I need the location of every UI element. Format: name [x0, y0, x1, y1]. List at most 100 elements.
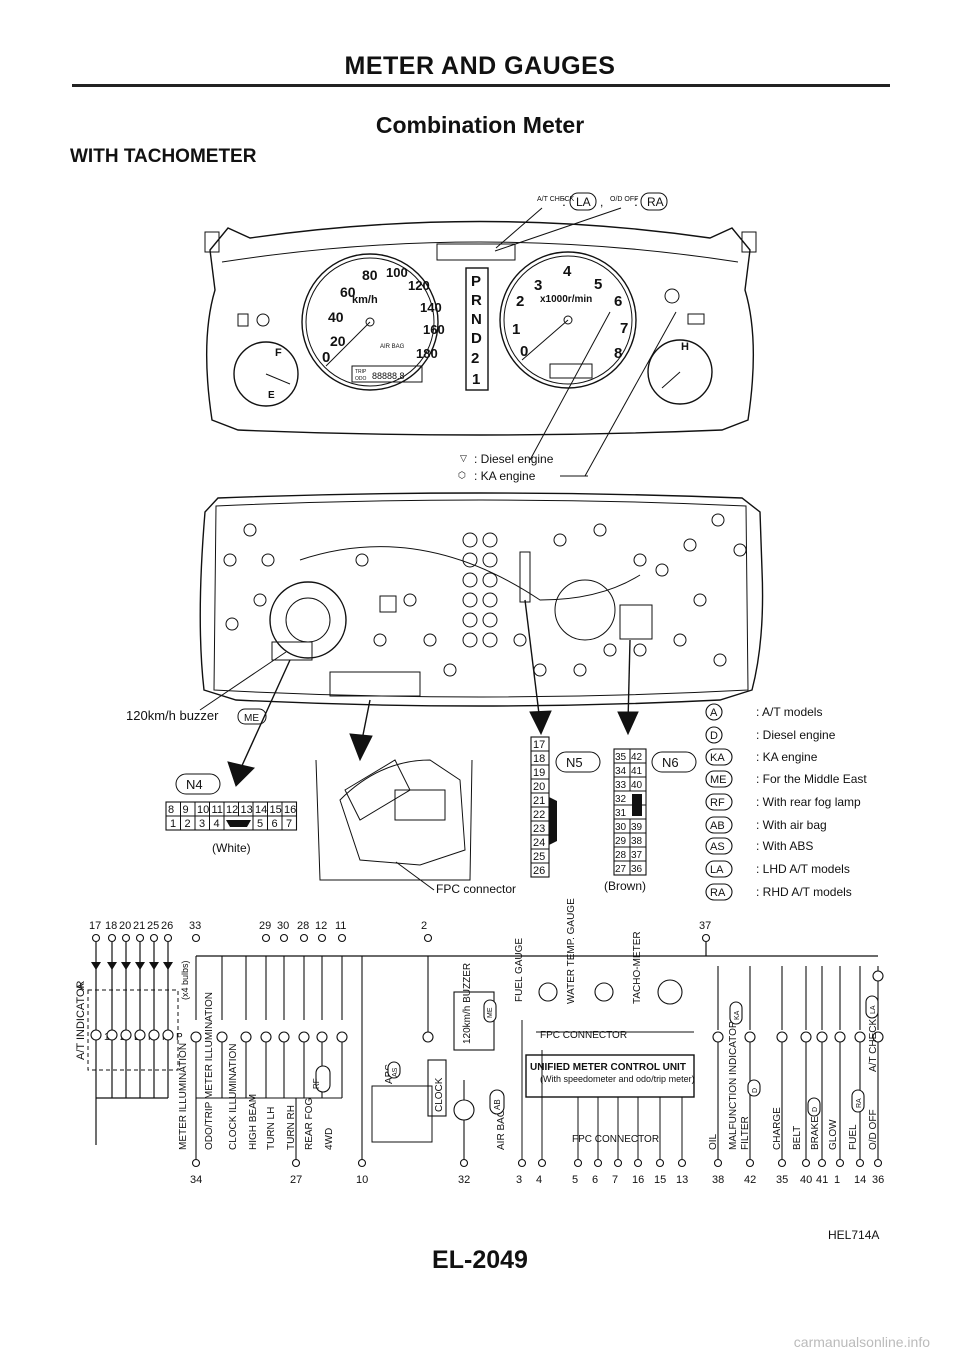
n4-pin: 2: [185, 818, 191, 830]
ra-callout: RA: [647, 195, 664, 209]
n6-pin: 41: [631, 766, 643, 777]
n4-pin: 16: [284, 804, 296, 816]
buzzer-label: 120km/h BUZZER: [462, 963, 473, 1044]
gauge-label: FUEL GAUGE: [514, 938, 525, 1002]
n4-pin: 13: [241, 804, 253, 816]
svg-text:100: 100: [386, 265, 408, 280]
diode-icon: [135, 962, 145, 970]
watermark: carmanualsonline.info: [793, 1334, 930, 1350]
bottom-pin-label: 4: [536, 1174, 542, 1186]
svg-text:1: 1: [512, 321, 520, 338]
svg-text:E: E: [268, 390, 275, 401]
svg-text:88888.8: 88888.8: [372, 371, 405, 381]
svg-text:3: 3: [534, 277, 542, 294]
n4-pin: 15: [270, 804, 282, 816]
n5-pin: 25: [533, 851, 545, 863]
svg-text:⬡: ⬡: [458, 470, 466, 480]
fpc-label: FPC CONNECTOR: [572, 1134, 659, 1145]
n6-pin: 34: [615, 766, 627, 777]
circuit-schematic: 17182021252633293028121123712DNRPA/T IND…: [75, 898, 884, 1186]
bottom-pin-label: 35: [776, 1174, 788, 1186]
n5-label: N5: [566, 755, 583, 770]
legend-code: ME: [710, 774, 727, 786]
clock-label: CLOCK: [434, 1077, 445, 1112]
n6-pin: 30: [615, 822, 627, 833]
n5-latch: [549, 797, 557, 845]
at-check-callout: A/T CHECK: [537, 196, 575, 203]
lamp-label: METER ILLUMINATION: [178, 1043, 189, 1150]
n5-pin: 23: [533, 823, 545, 835]
n5-pin: 20: [533, 781, 545, 793]
n5-pin: 21: [533, 795, 545, 807]
top-pin-label: 2: [421, 920, 427, 932]
legend-text: : A/T models: [756, 705, 822, 719]
n6-pin: 36: [631, 864, 643, 875]
bottom-pin-label: 42: [744, 1174, 756, 1186]
svg-text:160: 160: [423, 322, 445, 337]
svg-text:2: 2: [516, 293, 524, 310]
n4-pin: 14: [255, 804, 267, 816]
svg-text:140: 140: [420, 300, 442, 315]
bottom-pin-label: 14: [854, 1174, 866, 1186]
svg-text:20: 20: [330, 333, 346, 349]
diesel-callout: : Diesel engine: [474, 452, 554, 466]
svg-text:6: 6: [614, 293, 622, 310]
n4-pin: 12: [226, 804, 238, 816]
n4-pin: 8: [168, 804, 174, 816]
legend-text: : For the Middle East: [756, 772, 867, 786]
temp-gauge: [647, 339, 713, 405]
bottom-pin-label: 3: [516, 1174, 522, 1186]
figure-id: HEL714A: [828, 1228, 880, 1242]
n6-latch: [632, 794, 642, 816]
diode-icon: [163, 962, 173, 970]
warn-label: MALFUNCTION INDICATOR: [728, 1021, 739, 1150]
n4-pin: 10: [197, 804, 209, 816]
n4-pin: 11: [212, 804, 223, 816]
n6-pin: 28: [615, 850, 627, 861]
svg-text:N: N: [471, 311, 482, 328]
d-code: D: [812, 1107, 819, 1112]
n4-pin: 9: [183, 804, 189, 816]
n5-pin: 22: [533, 809, 545, 821]
bottom-pin-label: 1: [834, 1174, 840, 1186]
n5-pin: 19: [533, 767, 545, 779]
top-pin-label: 11: [335, 920, 346, 932]
legend-code: D: [710, 730, 718, 742]
top-pin-label: 33: [189, 920, 201, 932]
turn-signal-icons: [436, 243, 516, 261]
buzzer-code: ME: [487, 1007, 494, 1018]
top-pin-label: 21: [133, 920, 145, 932]
n6-pin: 38: [631, 836, 643, 847]
legend-text: : KA engine: [756, 750, 818, 764]
lamp-label: ODO/TRIP METER ILLUMINATION: [204, 992, 215, 1150]
gear-indicator: [465, 267, 489, 391]
meter-front: 0 20 40 60 80 100 120 140 160 180 km/h A…: [204, 220, 757, 477]
top-pin-label: 25: [147, 920, 159, 932]
lamp-label: HIGH BEAM: [248, 1094, 259, 1150]
svg-text:H: H: [681, 341, 689, 353]
warn-label: FILTER: [740, 1116, 751, 1150]
n4-pin: 1: [170, 818, 176, 830]
la-code: LA: [870, 1005, 877, 1014]
svg-text:1: 1: [472, 371, 480, 388]
warn-label: BRAKE: [810, 1116, 821, 1150]
warn-label: O/D OFF: [868, 1109, 879, 1150]
fuel-gauge: [233, 341, 299, 407]
ra-code: RA: [856, 1098, 863, 1108]
n4-pin: 4: [214, 818, 220, 830]
combination-meter-figure: A/T CHECK : LA , O/D OFF : RA 0 20 40 60…: [75, 192, 884, 1186]
svg-text:8: 8: [614, 345, 622, 362]
battery-icon: [687, 313, 705, 325]
ra-oval: [640, 192, 668, 211]
svg-text:TRIP: TRIP: [355, 369, 367, 375]
n6-pin: 33: [615, 780, 627, 791]
legend-code: RA: [710, 887, 726, 899]
fpc-callout: FPC connector: [436, 882, 516, 896]
svg-text:0: 0: [322, 349, 330, 366]
top-pin-label: 12: [315, 920, 327, 932]
diode-icon: [107, 962, 117, 970]
bottom-pin-label: 10: [356, 1174, 368, 1186]
